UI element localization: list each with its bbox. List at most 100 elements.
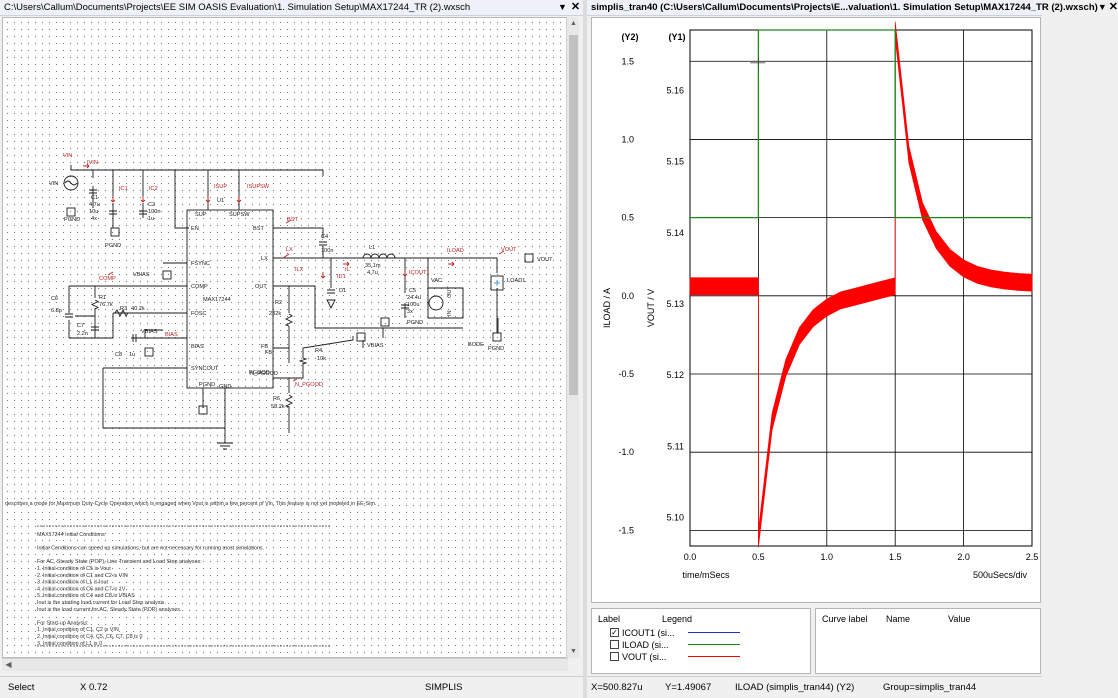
schematic-horizontal-scrollbar[interactable]: ◀ xyxy=(2,658,568,671)
y1-axis-label: VOUT / V xyxy=(646,289,656,327)
label-ilx: ILX xyxy=(295,267,304,273)
y1-tick-label: 5.10 xyxy=(666,513,684,523)
y1-tick-label: 5.16 xyxy=(666,85,684,95)
label-u1: U1 xyxy=(217,198,224,204)
label-id1: ID1 xyxy=(337,274,346,280)
iload-series-line xyxy=(690,29,1032,219)
label-d1: D1 xyxy=(339,288,346,294)
label-in: IN xyxy=(447,310,453,316)
window-splitter[interactable] xyxy=(583,0,587,698)
cursor-x: X=500.827u xyxy=(591,682,643,693)
vout-ripple-band xyxy=(689,277,759,296)
note-line: 2. Initial condition of C1 and C2 is VIN xyxy=(37,573,128,579)
waveform-statusbar: X=500.827u Y=1.49067 ILOAD (simplis_tran… xyxy=(587,676,1042,698)
chevron-down-icon[interactable]: ▼ xyxy=(558,2,567,12)
label-r1-value: 76.7k xyxy=(99,302,113,308)
legend-item[interactable]: ✓ ICOUT1 (si... xyxy=(610,627,740,638)
label-comp-net: COMP xyxy=(99,276,116,282)
legend-header-label: Label xyxy=(598,614,621,624)
plot-series xyxy=(689,21,1033,548)
note-line: Iout is the load current for AC, Steady … xyxy=(37,607,181,613)
y2-tick-label: 1.5 xyxy=(621,56,634,66)
label-vbias-3: VBIAS xyxy=(367,343,384,349)
legend-checkbox[interactable] xyxy=(610,640,619,649)
label-c5-c: 3x xyxy=(407,309,413,315)
y1-tick-label: 5.13 xyxy=(666,299,684,309)
scroll-thumb[interactable] xyxy=(569,35,578,395)
cursor-group: Group=simplis_tran44 xyxy=(883,682,977,693)
label-pgnd-2: PGND xyxy=(105,243,121,249)
pin-comp: COMP xyxy=(191,284,208,290)
x-tick-label: 1.5 xyxy=(889,552,902,562)
label-r3-value: 40.2k xyxy=(131,306,145,312)
legend-item-label: VOUT (si... xyxy=(622,651,667,662)
legend-checkbox[interactable]: ✓ xyxy=(610,628,619,637)
vout-ripple-band xyxy=(894,21,1033,292)
label-c1-value: 4.7u xyxy=(89,202,100,208)
label-r4: R4 xyxy=(315,348,322,354)
label-l1-b: 4.7u xyxy=(367,270,378,276)
label-lx-net: LX xyxy=(286,247,293,253)
label-bias-net: BIAS xyxy=(165,332,178,338)
pin-fsync: FSYNC xyxy=(191,261,210,267)
legend-line xyxy=(688,644,740,645)
pin-fosc: FOSC xyxy=(191,311,207,317)
x-tick-label: 2.5 xyxy=(1026,552,1039,562)
label-icout1: ICOUT1 xyxy=(409,270,430,276)
scroll-left-icon[interactable]: ◀ xyxy=(5,660,12,669)
schematic-titlebar: C:\Users\Callum\Documents\Projects\EE SI… xyxy=(0,0,583,16)
note-line: 1. Initial condition of C5 is Vout xyxy=(37,566,111,572)
label-c4: C4 xyxy=(321,234,328,240)
label-pgnd-5: PGND xyxy=(488,346,504,352)
scroll-up-icon[interactable]: ▲ xyxy=(570,20,577,27)
schematic-window: C:\Users\Callum\Documents\Projects\EE SI… xyxy=(0,0,583,693)
note-line: 5. Initial condition of C4 and C8 is VBI… xyxy=(37,593,135,599)
curve-header-value: Value xyxy=(948,614,971,624)
curve-header-label: Curve label xyxy=(822,614,868,624)
schematic-canvas[interactable]: VIN IVIN VIN PGND C1 4.7u 10u 4x IC1 IC2… xyxy=(2,17,579,658)
schematic-vertical-scrollbar[interactable]: ▲ ▼ xyxy=(566,17,579,658)
y1-axis-tag: (Y1) xyxy=(668,32,685,42)
status-simulator: SIMPLIS xyxy=(425,682,463,693)
legend-item[interactable]: VOUT (si... xyxy=(610,651,740,662)
label-c2: C2 xyxy=(148,202,155,208)
close-icon[interactable]: ✕ xyxy=(1108,1,1118,13)
pin-out: OUT xyxy=(255,284,267,290)
label-c8: C8 xyxy=(115,352,122,358)
label-c8-value: 1u xyxy=(129,352,135,358)
label-c2-b: 1u xyxy=(148,216,154,222)
label-pgnd-4: PGND xyxy=(407,320,423,326)
x-tick-label: 0.5 xyxy=(752,552,765,562)
note-line: 3. Initial condition of L1 is 0 xyxy=(37,641,102,647)
y1-tick-label: 5.15 xyxy=(666,157,684,167)
pin-syncout: SYNCOUT xyxy=(191,366,219,372)
label-load1: LOAD1 xyxy=(507,278,525,284)
note-line: 3. Initial condition of L1 is Iout xyxy=(37,580,109,586)
label-ivin: IVIN xyxy=(87,160,98,166)
vout-ripple-band xyxy=(758,277,896,548)
y2-axis-tag: (Y2) xyxy=(621,32,638,42)
label-r4-value: 10k xyxy=(317,356,326,362)
label-npgood: N_PGOOD xyxy=(250,371,278,377)
close-icon[interactable]: ✕ xyxy=(570,1,581,13)
note-line: Initial Conditions can speed up simulati… xyxy=(37,546,264,552)
label-fb-net: FB xyxy=(265,350,272,356)
x-axis-label: time/mSecs xyxy=(682,570,730,580)
legend-panel: Label Legend ✓ ICOUT1 (si... ILOAD (si..… xyxy=(591,608,811,674)
pin-en: EN xyxy=(191,226,199,232)
scroll-down-icon[interactable]: ▼ xyxy=(570,648,577,655)
legend-checkbox[interactable] xyxy=(610,652,619,661)
chevron-down-icon[interactable]: ▼ xyxy=(1097,2,1107,12)
label-c7-value: 2.2n xyxy=(77,331,88,337)
y2-tick-label: 0.5 xyxy=(621,213,634,223)
waveform-titlebar: simplis_tran40 (C:\Users\Callum\Document… xyxy=(587,0,1118,16)
label-vin-src: VIN xyxy=(49,181,58,187)
pin-lx: LX xyxy=(261,256,268,262)
legend-item[interactable]: ILOAD (si... xyxy=(610,639,740,650)
y2-tick-label: 0.0 xyxy=(621,291,634,301)
waveform-window: simplis_tran40 (C:\Users\Callum\Document… xyxy=(587,0,1118,698)
legend-line xyxy=(688,656,740,657)
y2-tick-label: 1.0 xyxy=(621,134,634,144)
